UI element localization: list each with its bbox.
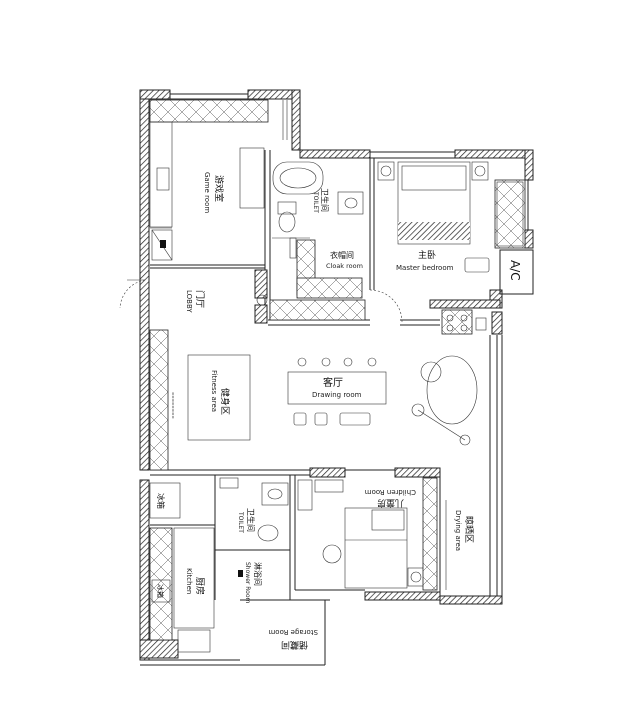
svg-text:========: ======== xyxy=(171,392,176,419)
fridge2-label: 冰箱 xyxy=(156,584,165,598)
storage-room-label-en: Storage Room xyxy=(268,628,318,636)
balcony-appliances xyxy=(441,309,503,335)
drying-area-label-cn: 晾晒区 xyxy=(463,516,475,543)
drawing-room-label-en: Drawing room xyxy=(312,391,362,399)
toilet-bottom-label-en: TOILET xyxy=(237,511,244,533)
ac-label: A/C xyxy=(508,260,522,281)
fitness-label-en: Fitness area xyxy=(210,370,218,412)
fitness-label-cn: 健身区 xyxy=(219,388,231,415)
game-room-label-en: Game room xyxy=(203,172,211,213)
kitchen-label-en: Kitchen xyxy=(185,568,193,594)
storage-room: 储藏间 Storage Room xyxy=(268,628,318,651)
master-bedroom: 主卧 Master bedroom xyxy=(377,161,526,273)
kitchen: 冰箱 冰箱 厨房 Kitchen xyxy=(149,482,215,653)
drawing-room: 客厅 Drawing room xyxy=(287,355,478,446)
drying-area: 晾晒区 Drying area xyxy=(445,500,475,590)
lobby-label-cn: 门厅 xyxy=(194,290,206,308)
kitchen-label-cn: 厨房 xyxy=(194,577,206,595)
toilet-top-label-en: TOILET xyxy=(312,191,319,213)
fridge-label: 冰箱 xyxy=(156,493,166,509)
toilet-top: 卫生间 TOILET xyxy=(272,161,364,239)
interior-walls xyxy=(150,150,441,600)
shower-room-label-en: Shower Room xyxy=(244,562,251,603)
drawing-room-label-cn: 客厅 xyxy=(323,376,343,389)
cloak-room-label-en: Cloak room xyxy=(326,262,363,270)
game-room-label-cn: 游戏室 xyxy=(213,175,225,202)
cloak-room: 衣帽间 Cloak room xyxy=(256,237,403,323)
shower-room: 淋浴间 Shower Room xyxy=(238,562,263,603)
toilet-bottom-label-cn: 卫生间 xyxy=(246,508,256,532)
drying-area-label-en: Drying area xyxy=(454,510,462,551)
game-room: 游戏室 Game room xyxy=(149,99,288,261)
lobby-label-en: LOBBY xyxy=(185,290,193,313)
master-bedroom-label-cn: 主卧 xyxy=(418,249,436,261)
toilet-bottom: 卫生间 TOILET xyxy=(219,477,289,542)
ac-box: A/C xyxy=(499,249,534,295)
children-room-label-en: Children Room xyxy=(365,488,416,496)
toilet-top-label-cn: 卫生间 xyxy=(320,188,330,212)
fitness-area: 健身区 Fitness area ======== xyxy=(149,329,251,471)
master-bedroom-label-en: Master bedroom xyxy=(396,264,454,272)
children-room: 儿童房 Children Room xyxy=(297,477,438,591)
cloak-room-label-cn: 衣帽间 xyxy=(330,250,354,260)
storage-room-label-cn: 储藏间 xyxy=(281,639,308,651)
children-room-label-cn: 儿童房 xyxy=(377,497,404,509)
lobby: 门厅 LOBBY xyxy=(119,279,206,313)
shower-room-label-cn: 淋浴间 xyxy=(253,562,263,586)
